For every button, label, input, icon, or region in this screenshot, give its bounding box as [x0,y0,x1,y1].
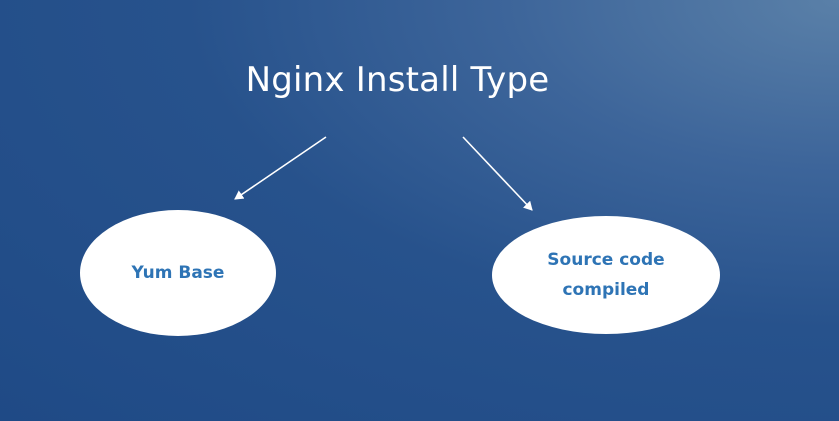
node-yum-base-label: Yum Base [131,263,225,283]
arrow-to-source-code [462,136,533,211]
node-source-code-compiled: Source code compiled [492,216,720,334]
node-source-code-label-line2: compiled [562,280,650,300]
node-source-code-label-line1: Source code [547,250,665,270]
node-yum-base: Yum Base [80,210,276,336]
diagram-title: Nginx Install Type [245,60,550,100]
arrow-to-yum-base [234,136,327,200]
